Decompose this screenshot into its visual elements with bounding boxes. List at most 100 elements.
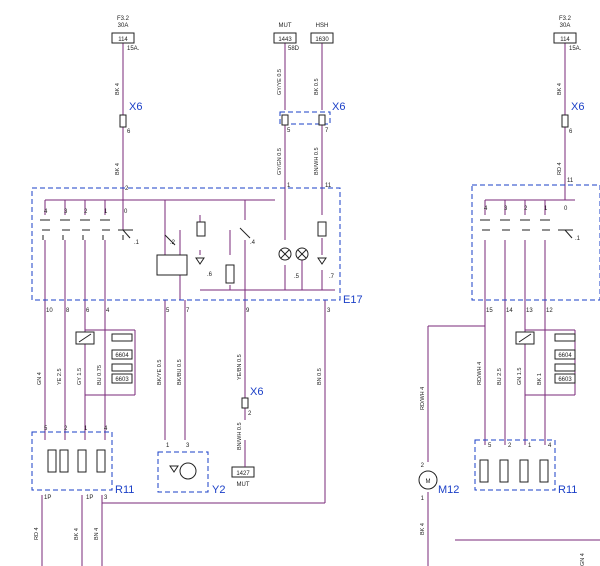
e17-right-bottom-pin-13: 13: [526, 308, 533, 314]
connector-x6-bottom-body: [241, 397, 249, 409]
y2-name: Y2: [212, 484, 225, 496]
wire-label-bn4: BN 4: [94, 528, 100, 540]
terminal-mut-bottom-name: MUT: [237, 482, 250, 488]
r11-left-bottom-1p-a: 1P: [44, 495, 51, 501]
e17-bottom-pin-8: 8: [66, 308, 70, 314]
wire-label-bk05: BK 0.5: [314, 78, 320, 95]
e17-resistor-lower: [225, 264, 235, 284]
wire-layer: [41, 43, 600, 566]
fuse-right-box: [553, 32, 577, 44]
module-r11-right: 5 2 1 4 R11: [479, 443, 577, 496]
e17-bottom-pin-7: 7: [186, 308, 190, 314]
sensor-left-upper-box: [111, 349, 133, 360]
e17-top-pin-2: 2: [84, 209, 88, 215]
wire-label-bk4-right: BK 4: [557, 83, 563, 95]
e17-bottom-pin-10: 10: [46, 308, 53, 314]
module-outlines: [31, 111, 600, 493]
r11-left-name: R11: [115, 484, 134, 496]
terminal-hsh-num: 1630: [315, 37, 329, 43]
y2-pin-3: 3: [186, 443, 190, 449]
sensor-left-upper-plug: [111, 333, 133, 342]
y2-outline: [157, 451, 209, 493]
m12-pin-1: 1: [421, 496, 425, 502]
wire-label-gn4-right: GN 4: [580, 553, 586, 566]
sensor-left-upper: 6604: [115, 353, 129, 359]
e17-bottom-pin-5: 5: [166, 308, 170, 314]
fuse-left-rating: 30A: [118, 23, 129, 29]
e17-top-pin-3: 3: [64, 209, 68, 215]
terminal-mut-num: 1443: [278, 37, 292, 43]
fuse-left-terminal: 114: [118, 37, 128, 43]
wire-label-rdwh4-left: RD/WH 4: [420, 387, 426, 410]
wire-label-bk1: BK 1: [537, 373, 543, 385]
terminal-mut-bottom-box: [231, 466, 255, 478]
e17-contact-4: .4: [250, 240, 256, 246]
e17-right-contacts: [480, 219, 573, 239]
connector-x6-top-left-body: [119, 114, 127, 128]
fuse-right-amp: 15A.: [569, 46, 582, 52]
e17-right-top-pin-3: 3: [504, 206, 508, 212]
e17-top-pin-0: 0: [124, 209, 128, 215]
e17-right-contact-1: .1: [575, 236, 581, 242]
wire-label-bk4-top: BK 4: [115, 83, 121, 95]
connector-x6-top-left-pin: 6: [127, 129, 131, 135]
e17-contact-1: .1: [134, 240, 140, 246]
connector-x6-top-mid: X6 5 7: [281, 101, 345, 134]
sensor-left-lower-plug: [111, 363, 133, 372]
terminal-hsh: HSH 1630: [310, 23, 334, 44]
connector-x6-bottom-pin: 2: [248, 411, 252, 417]
wire-labels: BK 4 BK 4 GY/YE 0.5 BK 0.5 GY/GN 0.5 BN/…: [34, 69, 586, 566]
terminal-hsh-box: [310, 32, 334, 44]
module-e17-right: 11 4 3 2 1 0 .1 15 14 13 12: [480, 178, 581, 314]
r11-right-outline: [474, 439, 556, 491]
sensor-left-lower-box: [111, 373, 133, 384]
e17-bottom-pin-4: 4: [106, 308, 110, 314]
connector-x6-top-mid-pin7: 7: [325, 128, 329, 134]
sensor-right-lower-plug: [554, 363, 576, 372]
e17-name: E17: [343, 294, 363, 306]
e17-right-top-pin-2: 2: [524, 206, 528, 212]
m12-pin-2: 2: [421, 463, 425, 469]
r11-left-pin-1: 1: [84, 426, 88, 432]
y2-motor-icon: [179, 462, 197, 480]
e17-top-pin-1: 1: [104, 209, 108, 215]
sensor-right-upper-plug: [554, 333, 576, 342]
e17-contact-7: .7: [329, 274, 335, 280]
fuse-left-name: F3.2: [117, 16, 130, 22]
e17-bottom-pin-3: 3: [327, 308, 331, 314]
r11-left-resistors: [47, 449, 106, 473]
wire-label-gn4: GN 4: [37, 372, 43, 385]
fuse-left: F3.2 30A 114 15A.: [111, 16, 140, 52]
wire-label-yebn: YE/BN 0.5: [237, 354, 243, 380]
terminal-mut: MUT 1443 58D: [273, 23, 300, 52]
e17-right-top-pin-4: 4: [484, 206, 488, 212]
connector-x6-top-right-pin: 6: [569, 129, 573, 135]
wire-label-gn15: GN 1.5: [517, 368, 523, 385]
e17-contacts: [40, 219, 327, 284]
fuse-right-name: F3.2: [559, 16, 572, 22]
r11-left-outline: [31, 431, 113, 491]
fuse-left-amp: 15A.: [127, 46, 140, 52]
e17-bottom-pin-9: 9: [246, 308, 250, 314]
sensor-right-upper-box: [554, 349, 576, 360]
e17-right-pin-11: 11: [567, 178, 574, 184]
r11-right-pin-4: 4: [548, 443, 552, 449]
connector-x6-bottom-name: X6: [250, 386, 263, 398]
e17-bottom-pin-6: 6: [86, 308, 90, 314]
fuse-right: F3.2 30A 114 15A.: [553, 16, 582, 52]
wire-label-gygn: GY/GN 0.5: [277, 148, 283, 175]
connector-x6-top-right-body: [561, 114, 569, 128]
m12-motor-icon: [418, 470, 438, 490]
sensor-right-lower-box: [554, 373, 576, 384]
sensor-right-upper: 6604: [558, 353, 572, 359]
connector-x6-top-mid-pin5: 5: [287, 128, 291, 134]
connector-x6-bottom: X6 2: [241, 386, 263, 417]
wire-label-bnwh-low: BN/WH 0.5: [237, 422, 243, 450]
e17-resistor-upper: [196, 221, 206, 237]
sensor-left-group: 6604 6603: [75, 331, 133, 384]
sensor-right-lower: 6603: [558, 377, 572, 383]
e17-right-bottom-pin-15: 15: [486, 308, 493, 314]
terminal-mut-box: [273, 32, 297, 44]
wire-label-rd4-right: RD 4: [557, 162, 563, 175]
wire-label-bu25: BU 2.5: [497, 368, 503, 385]
